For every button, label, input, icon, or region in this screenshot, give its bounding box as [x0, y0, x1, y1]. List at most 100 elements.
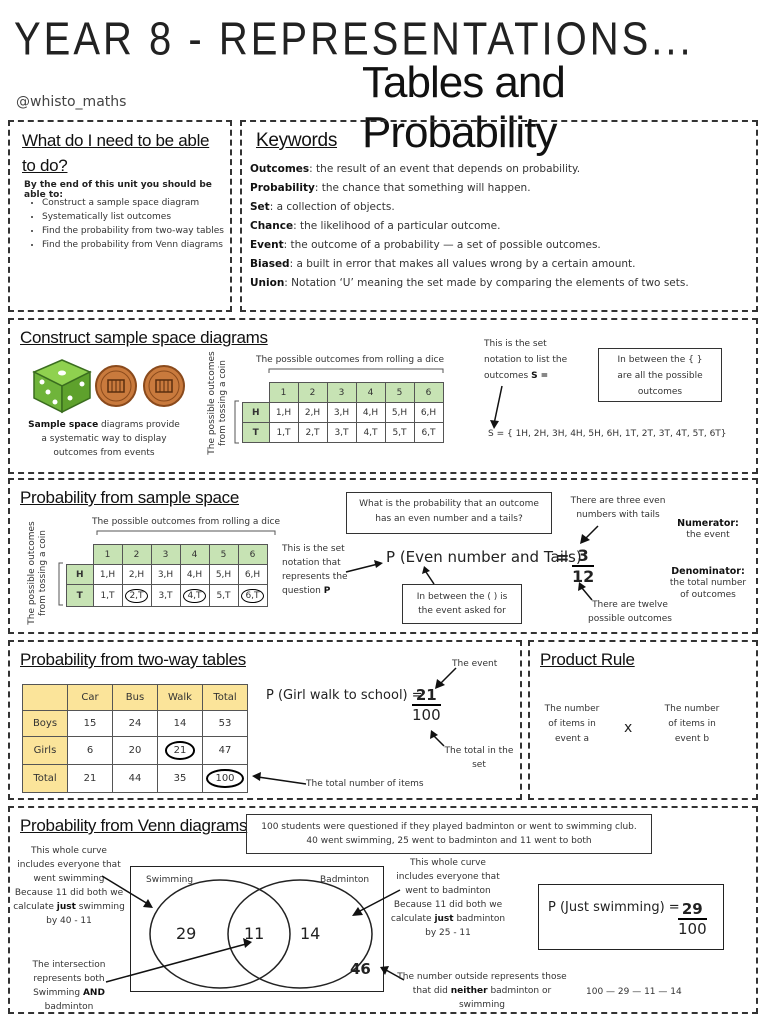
arrow-icon	[580, 525, 599, 544]
product-left: The number of items in event a	[544, 704, 600, 744]
outside-note: The number outside represents those that…	[397, 972, 567, 1010]
two-way-expression: P (Girl walk to school) =	[266, 688, 423, 703]
keywords-heading: Keywords	[256, 130, 338, 151]
venn-answer-box	[538, 884, 724, 950]
arrow-icon	[435, 667, 457, 689]
venn-box: Probability from Venn diagrams 100 stude…	[8, 806, 758, 1014]
swim-note: This whole curve includes everyone that …	[13, 846, 125, 926]
product-rule-box: Product Rule The number of items in even…	[528, 640, 758, 800]
objectives-intro: By the end of this unit you should be ab…	[24, 180, 212, 200]
objectives-box: What do I need to be able to do? By the …	[8, 120, 232, 312]
objectives-heading: What do I need to be able to do?	[22, 131, 210, 175]
keyword-outcomes: Outcomes: the result of an event that de…	[250, 163, 581, 175]
two-way-fraction: 21 100	[412, 686, 441, 724]
caption-bracket	[268, 368, 444, 373]
side-bracket	[58, 562, 63, 606]
venn-outside: 46	[350, 960, 371, 978]
equals-sign: =	[556, 548, 570, 567]
arrow-icon	[490, 385, 503, 429]
circled-value: 21	[164, 741, 196, 760]
circled-outcome: 2,T	[125, 588, 148, 603]
venn-expression: P (Just swimming) =	[548, 900, 680, 915]
three-even-note: There are three even numbers with tails	[570, 496, 666, 520]
keywords-list: Outcomes: the result of an event that de…	[250, 160, 755, 293]
arrow-icon	[352, 889, 401, 916]
arrow-icon	[422, 566, 435, 585]
caption-bracket	[96, 530, 276, 535]
question-box: What is the probability that an outcome …	[346, 492, 552, 534]
prob-sample-box: Probability from sample space The possib…	[8, 478, 758, 634]
arrow-icon	[430, 730, 445, 747]
dice-caption: The possible outcomes from rolling a dic…	[255, 355, 445, 365]
venn-left-label: Swimming	[146, 875, 194, 885]
outside-calculation: 100 — 29 — 11 — 14	[586, 987, 682, 997]
venn-right-only: 14	[300, 924, 321, 943]
venn-left-only: 29	[176, 924, 197, 943]
event-note: The event	[452, 659, 498, 669]
arrow-icon	[578, 582, 593, 601]
set-listing: S = { 1H, 2H, 3H, 4H, 5H, 6H, 1T, 2T, 3T…	[488, 429, 727, 439]
objectives-list: Construct a sample space diagram Systema…	[24, 196, 224, 252]
arrow-icon	[345, 560, 383, 573]
badminton-note: This whole curve includes everyone that …	[390, 858, 506, 938]
twelve-outcomes-note: There are twelve possible outcomes	[588, 600, 672, 624]
coin-icon	[143, 365, 185, 407]
arrow-icon	[101, 875, 153, 908]
keyword-probability: Probability: the chance that something w…	[250, 182, 531, 194]
keyword-set: Set: a collection of objects.	[250, 201, 395, 213]
keyword-chance: Chance: the likelihood of a particular o…	[250, 220, 501, 232]
venn-intersection: 11	[244, 924, 265, 943]
sample-space-description: Sample space diagrams provide a systemat…	[28, 420, 180, 458]
arrow-icon	[105, 938, 252, 983]
venn-heading: Probability from Venn diagrams	[20, 816, 248, 835]
venn-right-label: Badminton	[320, 875, 370, 885]
braces-note: In between the { } are all the possible …	[598, 348, 722, 402]
sample-space-box: Construct sample space diagrams Sample s…	[8, 318, 758, 474]
author-handle: @whisto_maths	[16, 94, 127, 110]
keyword-union: Union: Notation ‘U’ meaning the set made…	[250, 277, 689, 289]
prob-expression: P (Even number and Tails)	[386, 548, 582, 566]
total-items-note: The total number of items	[306, 779, 424, 789]
set-notation-note: This is the set notation to list the out…	[484, 339, 568, 381]
arrow-icon	[380, 966, 405, 981]
objective-item: Find the probability from Venn diagrams	[42, 238, 224, 252]
brackets-note: In between the ( ) is the event asked fo…	[402, 584, 522, 624]
keywords-box: Keywords Outcomes: the result of an even…	[240, 120, 758, 312]
times-sign: x	[624, 720, 633, 736]
objective-item: Construct a sample space diagram	[42, 196, 224, 210]
keyword-biased: Biased: a built in error that makes all …	[250, 258, 636, 270]
dice-icon	[32, 359, 92, 414]
product-right: The number of items in event b	[664, 704, 720, 744]
intersection-note: The intersection represents both Swimmin…	[32, 960, 106, 1012]
venn-question: 100 students were questioned if they pla…	[246, 814, 652, 854]
coin-icon	[95, 365, 137, 407]
two-way-box: Probability from two-way tables Car Bus …	[8, 640, 522, 800]
total-set-note: The total in the set	[444, 746, 514, 770]
keyword-event: Event: the outcome of a probability — a …	[250, 239, 601, 251]
page-subtitle: Tables and Probability	[362, 58, 566, 157]
venn-fraction: 29 100	[678, 900, 707, 938]
venn-universal-set	[130, 866, 384, 992]
set-notation-note: This is the set notation that represents…	[282, 544, 348, 596]
numerator-note: Numerator: the event	[677, 518, 739, 540]
dice-caption: The possible outcomes from rolling a dic…	[91, 517, 281, 527]
denominator-note: Denominator: the total number of outcome…	[669, 566, 747, 600]
two-way-heading: Probability from two-way tables	[20, 650, 246, 669]
page-title: YEAR 8 - REPRESENTATIONS...	[14, 14, 694, 65]
arrow-icon	[252, 772, 307, 785]
venn-circles	[149, 879, 373, 989]
circled-value: 100	[206, 769, 244, 788]
circled-outcome: 4,T	[183, 588, 206, 603]
product-rule-heading: Product Rule	[540, 650, 635, 669]
circled-outcome: 6,T	[241, 588, 264, 603]
side-bracket	[234, 400, 239, 444]
objective-item: Systematically list outcomes	[42, 210, 224, 224]
objective-item: Find the probability from two-way tables	[42, 224, 224, 238]
sample-space-heading: Construct sample space diagrams	[20, 328, 268, 347]
prob-sample-heading: Probability from sample space	[20, 488, 240, 507]
